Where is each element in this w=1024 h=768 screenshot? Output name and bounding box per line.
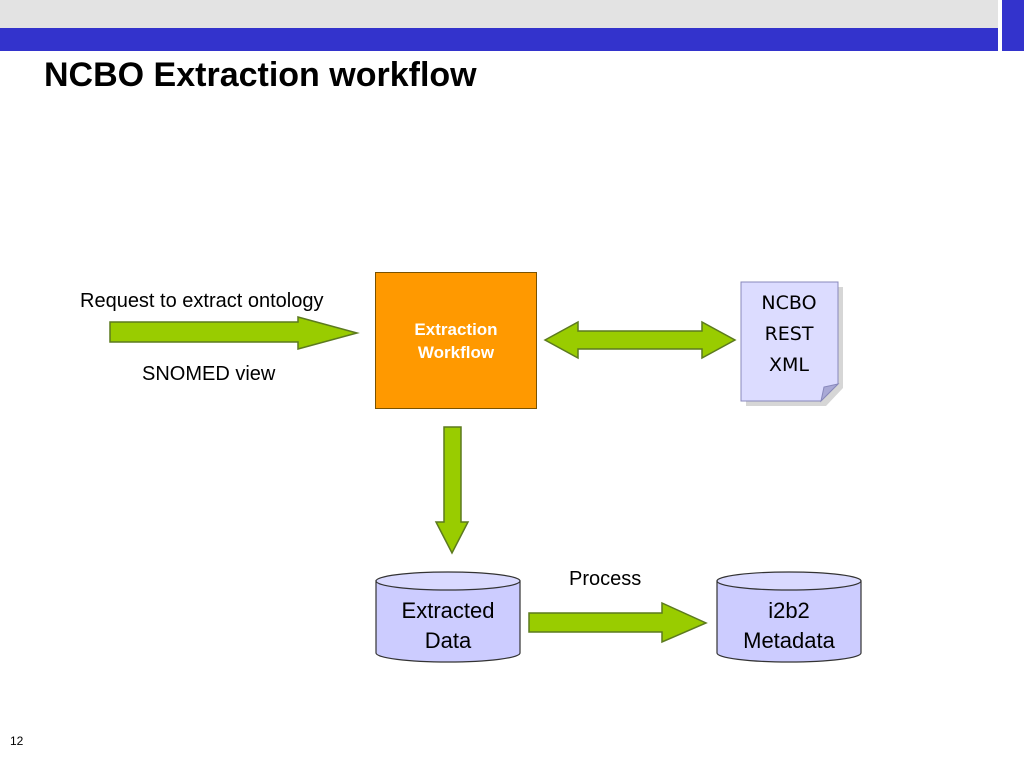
request-label: Request to extract ontology <box>80 290 324 312</box>
metadata-db: i2b2 Metadata <box>717 593 861 657</box>
page-number: 12 <box>10 734 24 748</box>
header-blue-tab <box>1002 0 1024 51</box>
process-arrow <box>528 601 708 644</box>
header-grey-band <box>0 0 1024 28</box>
rest-document-fold <box>820 383 840 403</box>
extracted-data-label: Extracted Data <box>401 598 495 653</box>
snomed-view-label: SNOMED view <box>142 363 276 385</box>
extraction-workflow-label: Extraction Workflow <box>414 319 498 362</box>
rest-document-label: NCBO REST XML <box>761 292 817 376</box>
process-label: Process <box>569 568 642 590</box>
extracted-data-db: Extracted Data <box>376 593 520 657</box>
input-arrow <box>109 316 360 350</box>
metadata-label: i2b2 Metadata <box>743 598 835 653</box>
extracted-data-cylinder <box>375 571 521 663</box>
slide-title: NCBO Extraction workflow <box>44 56 477 94</box>
metadata-cylinder <box>716 571 862 663</box>
extraction-workflow-box: Extraction Workflow <box>375 272 537 409</box>
down-arrow <box>434 426 470 555</box>
rest-document: NCBO REST XML <box>741 282 839 404</box>
bidirectional-arrow <box>543 320 737 360</box>
header-blue-band <box>0 28 998 51</box>
